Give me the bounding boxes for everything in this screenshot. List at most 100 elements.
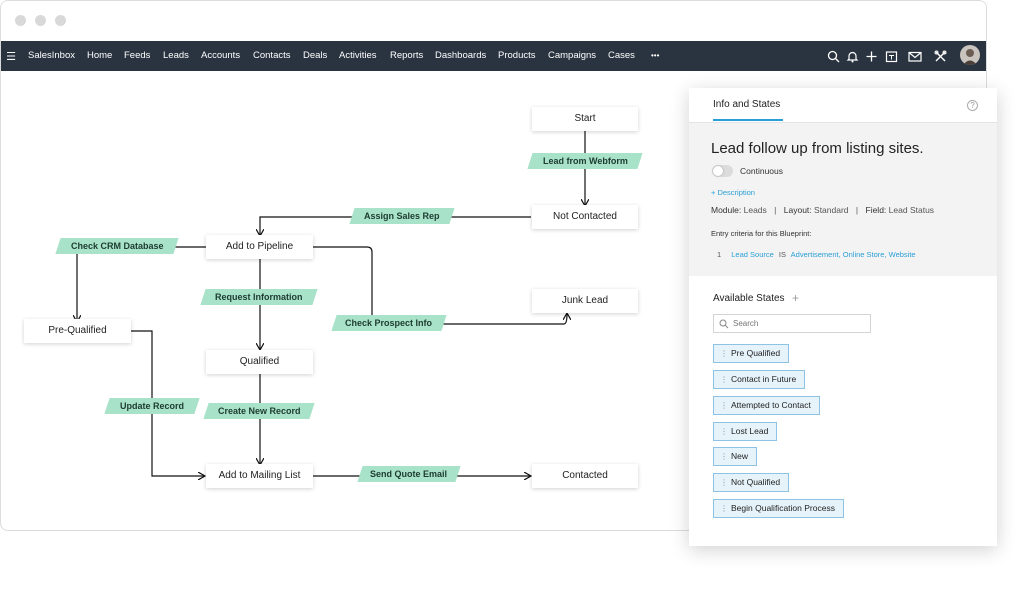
window-close-dot[interactable] <box>15 15 26 26</box>
state-chip[interactable]: ⋮Lost Lead <box>713 422 778 441</box>
mail-icon[interactable] <box>907 48 923 64</box>
nav-brand-salesinbox[interactable]: SalesInbox <box>28 50 76 61</box>
tab-active-underline <box>713 119 783 121</box>
transition-lead-from-webform[interactable]: Lead from Webform <box>527 153 643 169</box>
flow-node-junk-lead[interactable]: Junk Lead <box>532 289 638 313</box>
search-icon <box>719 319 729 329</box>
state-chip[interactable]: ⋮New <box>713 447 758 466</box>
transition-label: Send Quote Email <box>370 469 448 479</box>
top-navbar: ☰ SalesInbox Home Feeds Leads Accounts C… <box>1 41 986 71</box>
blueprint-info-section: Lead follow up from listing sites. Conti… <box>689 123 997 276</box>
blueprint-canvas: Start Not Contacted Add to Pipeline Junk… <box>1 71 986 530</box>
meta-separator: | <box>774 205 777 215</box>
nav-more-icon[interactable]: ••• <box>651 51 660 60</box>
drag-handle-icon[interactable]: ⋮ <box>720 349 728 358</box>
tools-icon[interactable] <box>932 48 948 64</box>
state-chip[interactable]: ⋮Begin Qualification Process <box>713 499 844 518</box>
transition-label: Assign Sales Rep <box>364 211 440 221</box>
add-description-link[interactable]: + Description <box>711 188 755 197</box>
hamburger-icon[interactable]: ☰ <box>6 50 16 63</box>
drag-handle-icon[interactable]: ⋮ <box>720 452 728 461</box>
flow-node-qualified[interactable]: Qualified <box>206 350 313 374</box>
window-minimize-dot[interactable] <box>35 15 46 26</box>
entry-criteria-row: 1 Lead Source IS Advertisement, Online S… <box>717 250 916 259</box>
state-label: Pre Qualified <box>731 348 781 358</box>
transition-request-information[interactable]: Request Information <box>200 289 318 305</box>
nav-item-feeds[interactable]: Feeds <box>124 50 151 61</box>
transition-check-crm-database[interactable]: Check CRM Database <box>55 238 179 254</box>
flow-node-contacted[interactable]: Contacted <box>532 464 638 488</box>
criteria-index: 1 <box>717 250 722 259</box>
transition-check-prospect-info[interactable]: Check Prospect Info <box>331 315 447 331</box>
criteria-value[interactable]: Advertisement, Online Store, Website <box>790 250 916 259</box>
entry-criteria-heading: Entry criteria for this Blueprint: <box>711 229 812 238</box>
transition-label: Lead from Webform <box>542 156 628 166</box>
drag-handle-icon[interactable]: ⋮ <box>720 478 728 487</box>
blueprint-title: Lead follow up from listing sites. <box>711 140 924 157</box>
field-value: Lead Status <box>888 205 935 215</box>
layout-label: Layout: <box>783 205 812 215</box>
drag-handle-icon[interactable]: ⋮ <box>720 504 728 513</box>
nav-item-deals[interactable]: Deals <box>303 50 328 61</box>
continuous-toggle[interactable] <box>712 165 733 177</box>
state-chip[interactable]: ⋮Pre Qualified <box>713 344 790 363</box>
state-label: Contact in Future <box>731 374 797 384</box>
transition-send-quote-email[interactable]: Send Quote Email <box>357 466 461 482</box>
transition-label: Check Prospect Info <box>345 318 433 328</box>
nav-item-reports[interactable]: Reports <box>390 50 424 61</box>
blueprint-meta: Module: Leads | Layout: Standard | Field… <box>711 205 934 215</box>
flow-node-add-to-pipeline[interactable]: Add to Pipeline <box>206 235 313 259</box>
transition-create-new-record[interactable]: Create New Record <box>203 403 315 419</box>
transition-label: Request Information <box>215 292 303 302</box>
nav-item-dashboards[interactable]: Dashboards <box>435 50 487 61</box>
window-maximize-dot[interactable] <box>55 15 66 26</box>
drag-handle-icon[interactable]: ⋮ <box>720 401 728 410</box>
criteria-field[interactable]: Lead Source <box>731 250 774 259</box>
help-icon[interactable]: ? <box>967 100 978 111</box>
state-label: Lost Lead <box>731 426 769 436</box>
search-icon[interactable] <box>825 48 841 64</box>
nav-item-leads[interactable]: Leads <box>163 50 189 61</box>
state-label: Not Qualified <box>731 477 781 487</box>
criteria-operator: IS <box>778 250 786 259</box>
calendar-icon[interactable] <box>883 48 899 64</box>
nav-item-activities[interactable]: Activities <box>339 50 377 61</box>
panel-header: Info and States ? <box>689 88 997 123</box>
state-chip[interactable]: ⋮Attempted to Contact <box>713 396 820 415</box>
states-search-input[interactable] <box>733 317 863 330</box>
flow-node-pre-qualified[interactable]: Pre-Qualified <box>24 319 131 343</box>
nav-item-cases[interactable]: Cases <box>608 50 635 61</box>
tab-info-and-states[interactable]: Info and States <box>713 99 781 110</box>
nav-item-products[interactable]: Products <box>498 50 536 61</box>
states-search-box <box>713 314 871 333</box>
meta-separator: | <box>855 205 859 215</box>
add-state-icon[interactable]: + <box>792 291 800 305</box>
transition-label: Create New Record <box>217 406 301 416</box>
edge-pipeline-to-junk-lead <box>313 246 567 325</box>
layout-value: Standard <box>814 205 849 215</box>
avatar[interactable] <box>960 45 980 65</box>
flow-node-start[interactable]: Start <box>532 107 638 131</box>
module-label: Module: <box>711 205 742 215</box>
plus-icon[interactable] <box>863 48 879 64</box>
state-chip[interactable]: ⋮Not Qualified <box>713 473 790 492</box>
nav-item-contacts[interactable]: Contacts <box>253 50 291 61</box>
edge-pipeline-to-pre-qualified <box>77 246 206 321</box>
nav-item-home[interactable]: Home <box>87 50 113 61</box>
module-value: Leads <box>743 205 767 215</box>
bell-icon[interactable] <box>844 48 860 64</box>
toggle-knob <box>713 166 723 176</box>
transition-update-record[interactable]: Update Record <box>104 398 200 414</box>
info-and-states-panel: Info and States ? Lead follow up from li… <box>689 88 997 546</box>
nav-item-campaigns[interactable]: Campaigns <box>548 50 597 61</box>
state-chip[interactable]: ⋮Contact in Future <box>713 370 806 389</box>
flow-node-not-contacted[interactable]: Not Contacted <box>532 205 638 229</box>
nav-item-accounts[interactable]: Accounts <box>201 50 241 61</box>
transition-assign-sales-rep[interactable]: Assign Sales Rep <box>349 208 455 224</box>
flow-node-add-to-mailing-list[interactable]: Add to Mailing List <box>206 464 313 488</box>
field-label: Field: <box>865 205 887 215</box>
transition-label: Update Record <box>119 401 184 411</box>
drag-handle-icon[interactable]: ⋮ <box>720 427 728 436</box>
drag-handle-icon[interactable]: ⋮ <box>720 375 728 384</box>
available-states-label: Available States <box>713 293 785 304</box>
